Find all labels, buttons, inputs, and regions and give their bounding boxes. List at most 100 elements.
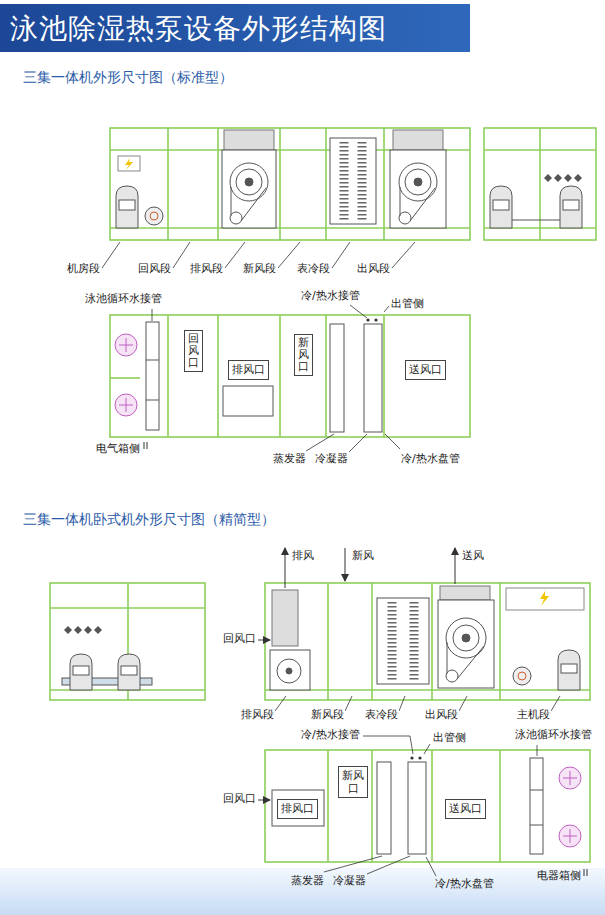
unit-frame: [167, 128, 169, 240]
leader-line: [384, 306, 389, 312]
unit-frame: [431, 583, 433, 700]
coil: [358, 142, 367, 220]
unit-frame: [539, 128, 541, 240]
diamond-marks: [564, 174, 572, 182]
pipe: [146, 322, 159, 430]
opening-name: 回风口: [188, 333, 199, 369]
coil-plan: [366, 318, 369, 321]
compressor-plan: [559, 767, 581, 847]
fan: [405, 169, 431, 195]
part-label: 主机段: [516, 708, 551, 722]
leader-line: [363, 736, 413, 754]
diamond-marks: [64, 626, 102, 634]
compressor: [558, 650, 580, 690]
fan: [390, 150, 446, 228]
diamond-marks: [554, 174, 562, 182]
diagram-title: 泳池除湿热泵设备外形结构图: [10, 11, 387, 47]
airflow-arrow: [258, 800, 270, 801]
unit-frame: [50, 607, 205, 609]
pipe: [146, 400, 159, 401]
side-marks: [587, 869, 588, 876]
fan: [236, 169, 262, 195]
section-heading: 三集一体机卧式机外形尺寸图（精简型）: [22, 510, 276, 528]
fan: [393, 130, 443, 150]
unit-frame: [265, 583, 590, 700]
fan: [222, 150, 276, 228]
fan: [453, 625, 479, 651]
side-marks: [147, 442, 148, 449]
opening-box: 排风口: [277, 799, 318, 819]
unit-frame: [325, 315, 327, 437]
airflow-arrow: [285, 548, 286, 588]
compressor: [490, 186, 512, 228]
part-label: 新风段: [242, 262, 277, 276]
compressor-plan: [563, 771, 577, 785]
compressor: [62, 654, 152, 690]
unit-frame: [110, 315, 470, 437]
water-pump: [513, 667, 531, 685]
fan: [457, 646, 484, 679]
coil-plan: [377, 762, 391, 854]
side-marks: [584, 869, 585, 876]
unit-frame: [431, 750, 433, 862]
part-label: 新风段: [310, 708, 345, 722]
coil: [377, 598, 429, 684]
coil: [340, 142, 349, 220]
compressor-plan: [119, 338, 133, 352]
part-label: 出风段: [356, 262, 391, 276]
opening-box: 送风口: [405, 360, 446, 380]
fan: [446, 670, 458, 682]
part-label: 回风口: [222, 792, 257, 806]
compressor-plan: [115, 334, 137, 416]
unit-frame: [50, 583, 205, 700]
leader-line: [349, 434, 367, 452]
fan: [447, 642, 448, 674]
exhaust-chamber: [223, 386, 273, 416]
exhaust-chamber: [272, 790, 324, 826]
leader-line: [173, 242, 190, 268]
coil-plan: [410, 756, 413, 759]
unit-frame: [265, 583, 590, 700]
part-label: 出风段: [424, 708, 459, 722]
unit-frame: [110, 128, 596, 240]
unit-frame: [327, 750, 329, 862]
electric-box: [118, 156, 140, 171]
unit-frame: [279, 315, 281, 437]
unit-frame: [383, 128, 385, 240]
exhaust-chamber: [272, 790, 324, 826]
fan: [462, 634, 470, 642]
compressor: [561, 664, 577, 673]
leader-line: [385, 434, 400, 449]
part-label: 表冷段: [364, 708, 399, 722]
coil: [330, 138, 376, 224]
water-pump: [518, 672, 526, 680]
fan: [399, 212, 411, 224]
side-marks: [144, 442, 145, 449]
coil: [388, 602, 397, 680]
pipe: [530, 758, 543, 854]
unit-frame: [484, 149, 596, 151]
unit-frame: [383, 315, 385, 437]
compressor: [73, 666, 89, 675]
fan: [230, 163, 268, 201]
fan: [222, 130, 446, 228]
electric-box: [506, 588, 584, 610]
electric-box: [506, 588, 584, 610]
unit-frame: [110, 315, 470, 437]
fan: [286, 668, 292, 674]
leader-line: [459, 696, 467, 711]
compressor: [563, 200, 579, 210]
unit-frame: [484, 128, 596, 240]
unit-frame: [217, 315, 219, 437]
part-label: 蒸发器: [290, 874, 325, 888]
side-marks: [144, 442, 147, 449]
diamond-marks: [544, 174, 582, 182]
leader-line: [152, 309, 153, 321]
coil: [330, 138, 376, 224]
leader-line: [424, 744, 430, 754]
fan: [230, 212, 242, 224]
compressor-plan: [119, 398, 133, 412]
pipe: [530, 758, 543, 854]
diamond-marks: [64, 626, 72, 634]
part-label: 送风: [461, 549, 485, 563]
